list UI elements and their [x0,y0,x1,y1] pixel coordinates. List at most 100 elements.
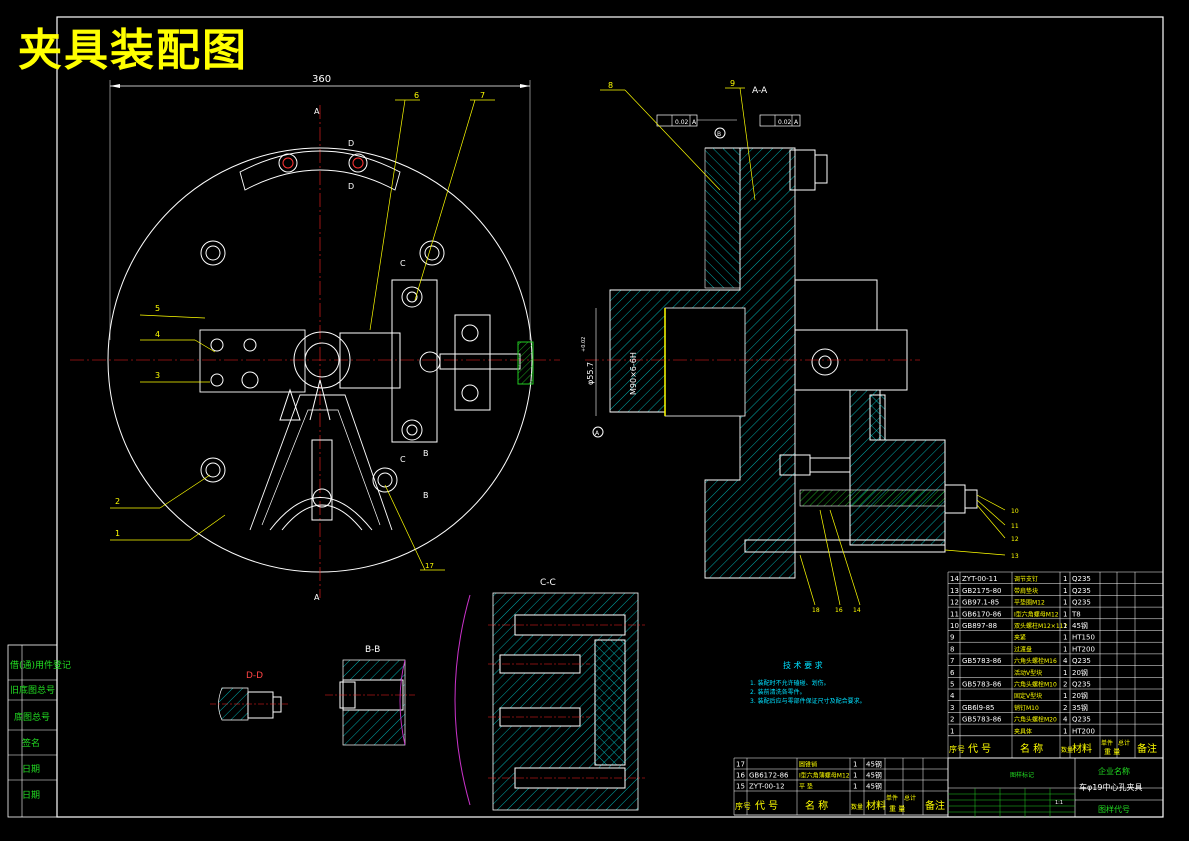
bom-no: 16 [736,772,745,780]
bom-code: ZYT-00-11 [962,575,998,583]
bom-qty: 1 [1063,599,1067,607]
balloon-4: 4 [155,330,160,339]
sec-c-bottom: C [400,455,406,464]
balloon-3: 3 [155,371,160,380]
bom-qty: 1 [1063,669,1067,677]
bom-name: I型六角螺母M12 [1014,610,1059,618]
bom-mat: 20钢 [1072,691,1088,700]
bom-header-name: 名 称 [805,799,828,812]
bom-code: GB6l9-85 [962,704,995,712]
bom-mat: 45钢 [866,782,882,791]
bom-header-remark: 备注 [925,799,945,812]
balloon-12: 12 [1011,536,1019,543]
bom-code: GB6170-86 [962,610,1002,618]
bom-qty: 1 [1063,622,1067,630]
tech-req-line-3: 3. 装配后应与零部件保证尺寸及配合要求。 [750,697,866,705]
bom-header-qty: 数量 [851,803,863,811]
bom-name: 夹具体 [1014,727,1032,735]
bom-name: 调节支钉 [1014,575,1038,583]
title-part-name: 车φ19中心孔夹具 [1079,782,1142,792]
drawing-frame [7,16,1164,818]
bom-header-name: 名 称 [1020,742,1043,755]
sec-a-top: A [314,107,320,116]
balloon-14: 14 [853,607,861,614]
bom-code: GB5783-86 [962,716,1002,724]
tech-req-line-2: 2. 装前清洗各零件。 [750,688,806,696]
balloon-2: 2 [115,497,120,506]
sec-b-top: B [423,449,429,458]
bom-name: 圆锥销 [799,761,817,769]
stamp-base: 底图总号 [14,711,50,723]
sec-b-bottom: B [423,491,429,500]
bom-qty: 1 [1063,610,1067,618]
bom-name: 六角头螺栓M20 [1014,716,1057,724]
stamp-date-1: 日期 [22,764,40,775]
bom-qty: 1 [853,783,857,791]
left-stamp-column: 借(通)用件登记 旧底图总号 底图总号 签名 日期 日期 [8,645,71,817]
bom-name: I型六角薄螺母M12 [799,772,850,780]
tol-2-value: 0.02 [778,119,792,126]
datum-a: A [595,430,600,437]
bom-no: 14 [950,575,959,583]
bom-no: 11 [950,610,959,618]
datum-b: B [717,131,721,138]
bom-no: 12 [950,599,959,607]
title-drawing-code: 图样代号 [1098,804,1130,814]
bom-mat: Q235 [1072,657,1091,665]
bom-mat: 45钢 [866,771,882,780]
technical-requirements: 技 术 要 求 1. 装配时不允许磕碰、划伤。 2. 装前清洗各零件。 3. 装… [750,660,866,705]
label-a-a: A-A [752,86,768,96]
balloon-11: 11 [1011,523,1019,530]
bom-mat: 45钢 [1072,621,1088,630]
bom-name: 双头螺柱M12×112 [1014,622,1067,630]
title-company: 企业名称 [1098,766,1130,776]
dim-thread: M90×6-6H [629,352,638,395]
bom-no: 1 [950,727,954,735]
bom-mat: HT150 [1072,634,1095,642]
bom-header-weight: 重 量 [1104,748,1120,756]
bom-mat: Q235 [1072,681,1091,689]
bom-mat: Q235 [1072,599,1091,607]
tol-2-ref: A [794,119,799,126]
dim-diameter: φ55.7 [586,362,595,385]
section-b-b-view: B-B [325,645,415,746]
bom-qty: 2 [1063,681,1067,689]
bom-no: 8 [950,645,954,653]
bom-no: 13 [950,587,959,595]
balloon-17: 17 [425,562,434,570]
bom-name: 活动V型块 [1014,669,1042,677]
balloon-8: 8 [608,81,613,90]
bom-mat: 45钢 [866,760,882,769]
bom-qty: 1 [1063,692,1067,700]
balloon-5: 5 [155,304,160,313]
bom-qty: 4 [1063,716,1068,724]
title-block: 图样标记 1:1 企业名称 车φ19中心孔夹具 图样代号 [947,757,1164,818]
bom-header-mat: 材料 [1072,742,1092,755]
bom-no: 4 [950,692,955,700]
bom-qty: 1 [1063,575,1067,583]
dim-diameter-tol: +0.02 [581,337,587,352]
bom-no: 2 [950,716,954,724]
label-b-b: B-B [365,645,380,655]
bom-header-code: 代 号 [755,800,778,812]
main-plan-view: 360 A A D D [70,74,560,602]
balloon-7: 7 [480,91,485,100]
bom-code: ZYT-00-12 [749,783,785,791]
bom-mat: Q235 [1072,587,1091,595]
dim-360: 360 [312,74,331,85]
